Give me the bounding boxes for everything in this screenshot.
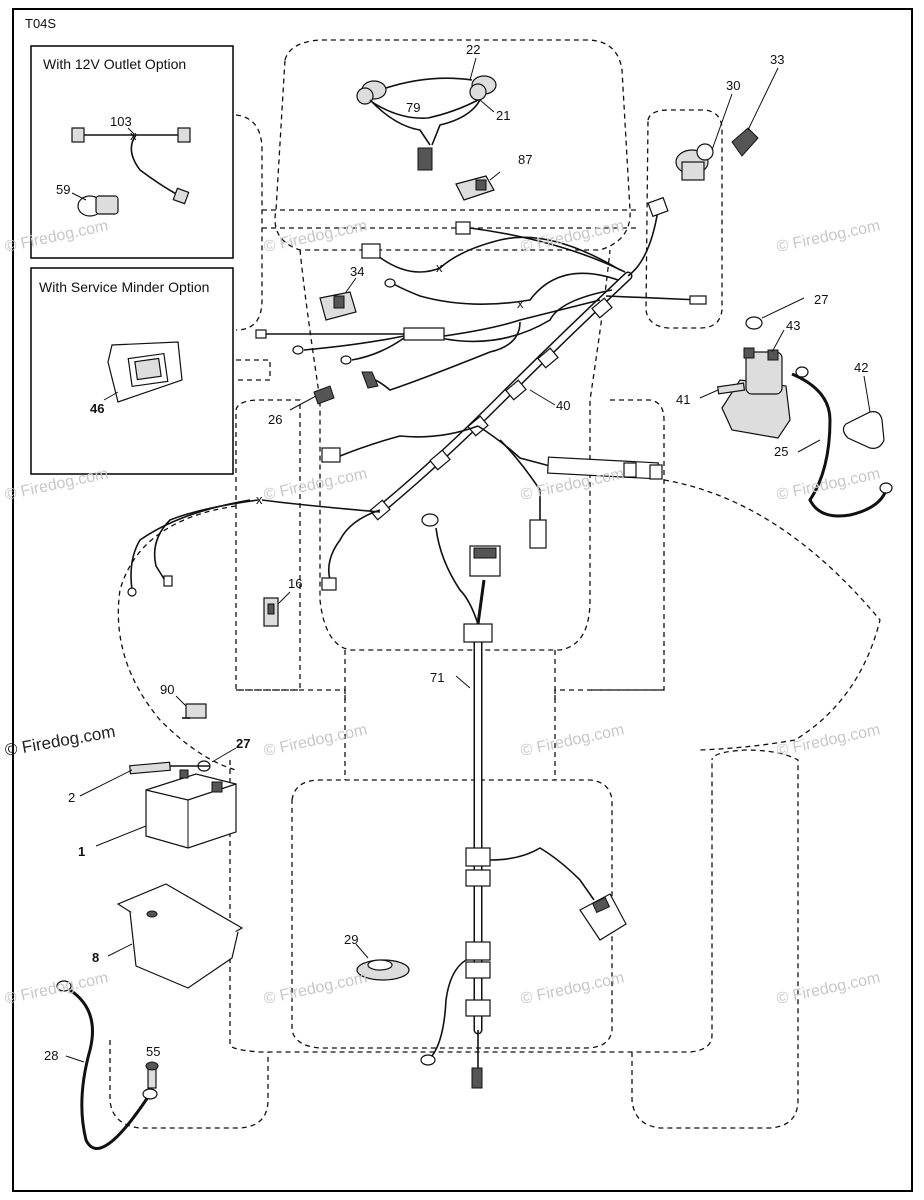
label-43: 43: [786, 318, 800, 333]
label-27-left: 27: [236, 736, 250, 751]
inset-12v-outlet: With 12V Outlet Option x 103 59: [30, 45, 234, 259]
ignition-switch: 30 33: [675, 52, 784, 181]
relay-87: 87: [455, 152, 532, 201]
tractor-outline: [109, 39, 881, 1129]
label-1: 1: [78, 844, 85, 859]
label-22: 22: [466, 42, 480, 57]
label-8: 8: [92, 950, 99, 965]
label-16: 16: [288, 576, 302, 591]
label-41: 41: [676, 392, 690, 407]
fuse-26: 26: [268, 385, 335, 427]
diagram-frame: [12, 8, 913, 1192]
diagram-code: T04S: [25, 16, 56, 31]
label-28: 28: [44, 1048, 58, 1063]
label-42: 42: [854, 360, 868, 375]
svg-text:© Firedog.com: © Firedog.com: [519, 721, 625, 759]
label-25: 25: [774, 444, 788, 459]
diode-90: 90: [160, 682, 207, 719]
inset-12v-title: With 12V Outlet Option: [43, 56, 186, 72]
svg-text:© Firedog.com: © Firedog.com: [519, 969, 625, 1007]
svg-text:© Firedog.com: © Firedog.com: [775, 217, 881, 255]
svg-text:© Firedog.com: © Firedog.com: [262, 721, 368, 759]
svg-text:x: x: [517, 296, 524, 311]
label-90: 90: [160, 682, 174, 697]
label-87: 87: [518, 152, 532, 167]
label-59: 59: [56, 182, 70, 197]
label-33: 33: [770, 52, 784, 67]
svg-text:© Firedog.com: © Firedog.com: [3, 722, 116, 760]
label-21: 21: [496, 108, 510, 123]
svg-text:© Firedog.com: © Firedog.com: [3, 969, 109, 1007]
label-30: 30: [726, 78, 740, 93]
battery-tray: 8: [92, 883, 244, 989]
svg-text:x: x: [130, 128, 137, 143]
part-29: 29: [344, 932, 410, 981]
label-79: 79: [406, 100, 420, 115]
label-103: 103: [110, 114, 132, 129]
starter-solenoid: 27 43 41 25 42: [676, 292, 893, 518]
label-46: 46: [90, 401, 104, 416]
switch-34: 34: [319, 264, 364, 321]
label-40: 40: [556, 398, 570, 413]
svg-text:© Firedog.com: © Firedog.com: [775, 465, 881, 503]
inset-service-minder: With Service Minder Option 46: [30, 267, 234, 475]
label-27-right: 27: [814, 292, 828, 307]
inset-service-title: With Service Minder Option: [39, 279, 209, 295]
svg-text:x: x: [436, 260, 443, 275]
svg-text:© Firedog.com: © Firedog.com: [775, 969, 881, 1007]
label-55: 55: [146, 1044, 160, 1059]
svg-text:x: x: [256, 492, 263, 507]
connector-16: 16: [263, 576, 302, 627]
label-26: 26: [268, 412, 282, 427]
svg-text:© Firedog.com: © Firedog.com: [262, 465, 368, 503]
main-harness-40: 40 x x x: [127, 196, 707, 597]
svg-text:© Firedog.com: © Firedog.com: [775, 721, 881, 759]
label-29: 29: [344, 932, 358, 947]
ground-cable: 28 55: [44, 980, 160, 1150]
harness-71: 71: [420, 513, 627, 1089]
label-2: 2: [68, 790, 75, 805]
headlight-assembly: 22 21 79: [356, 42, 510, 171]
label-34: 34: [350, 264, 364, 279]
battery-assembly: 1 2 27: [68, 736, 250, 859]
svg-text:© Firedog.com: © Firedog.com: [262, 969, 368, 1007]
label-71: 71: [430, 670, 444, 685]
